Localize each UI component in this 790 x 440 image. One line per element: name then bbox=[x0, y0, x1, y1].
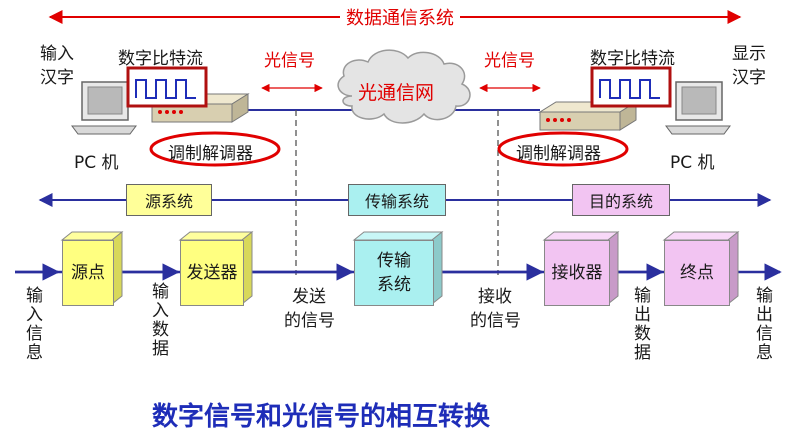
source-point-block: 源点 bbox=[62, 240, 114, 306]
bitstream-label-left: 数字比特流 bbox=[118, 49, 203, 69]
system-title: 数据通信系统 bbox=[340, 4, 460, 30]
sent-signal-line1: 发送 bbox=[292, 287, 326, 307]
display-chars-label: 显示 汉字 bbox=[732, 44, 766, 88]
pc-label-left: PC 机 bbox=[74, 153, 119, 173]
pc-right-icon bbox=[665, 81, 731, 135]
modem-label-ellipse-right bbox=[497, 131, 629, 167]
pc-label-right: PC 机 bbox=[670, 153, 715, 173]
input-data-label: 输入数据 bbox=[148, 282, 168, 358]
modem-label-left: 调制解调器 bbox=[168, 144, 253, 164]
bitstream-label-right: 数字比特流 bbox=[590, 49, 675, 69]
input-info-label: 输入信息 bbox=[22, 286, 42, 362]
received-signal-line2: 的信号 bbox=[470, 311, 521, 331]
source-system-label: 源系统 bbox=[126, 184, 212, 216]
sent-signal-line2: 的信号 bbox=[284, 311, 335, 331]
network-cloud bbox=[337, 49, 471, 124]
transmission-block-line1: 传输 bbox=[377, 251, 411, 271]
destination-system-label: 目的系统 bbox=[572, 184, 670, 216]
receiver-block: 接收器 bbox=[544, 240, 610, 306]
modem-label-right: 调制解调器 bbox=[516, 144, 601, 164]
received-signal-line1: 接收 bbox=[478, 287, 512, 307]
transmission-system-label: 传输系统 bbox=[348, 184, 446, 216]
network-label: 光通信网 bbox=[358, 82, 435, 104]
output-info-label: 输出信息 bbox=[752, 286, 772, 362]
modem-label-ellipse-left bbox=[149, 131, 281, 167]
pc-left-icon bbox=[71, 81, 137, 135]
transmitter-block: 发送器 bbox=[180, 240, 244, 306]
optical-signal-left: 光信号 bbox=[264, 51, 315, 71]
output-data-label: 输出数据 bbox=[630, 286, 650, 362]
caption: 数字信号和光信号的相互转换 bbox=[152, 402, 491, 432]
sink-point-block: 终点 bbox=[664, 240, 730, 306]
optical-signal-right: 光信号 bbox=[484, 51, 535, 71]
input-chars-label: 输入 汉字 bbox=[40, 44, 74, 88]
transmission-system-block: 传输 系统 bbox=[354, 240, 434, 306]
transmission-block-line2: 系统 bbox=[377, 275, 411, 295]
